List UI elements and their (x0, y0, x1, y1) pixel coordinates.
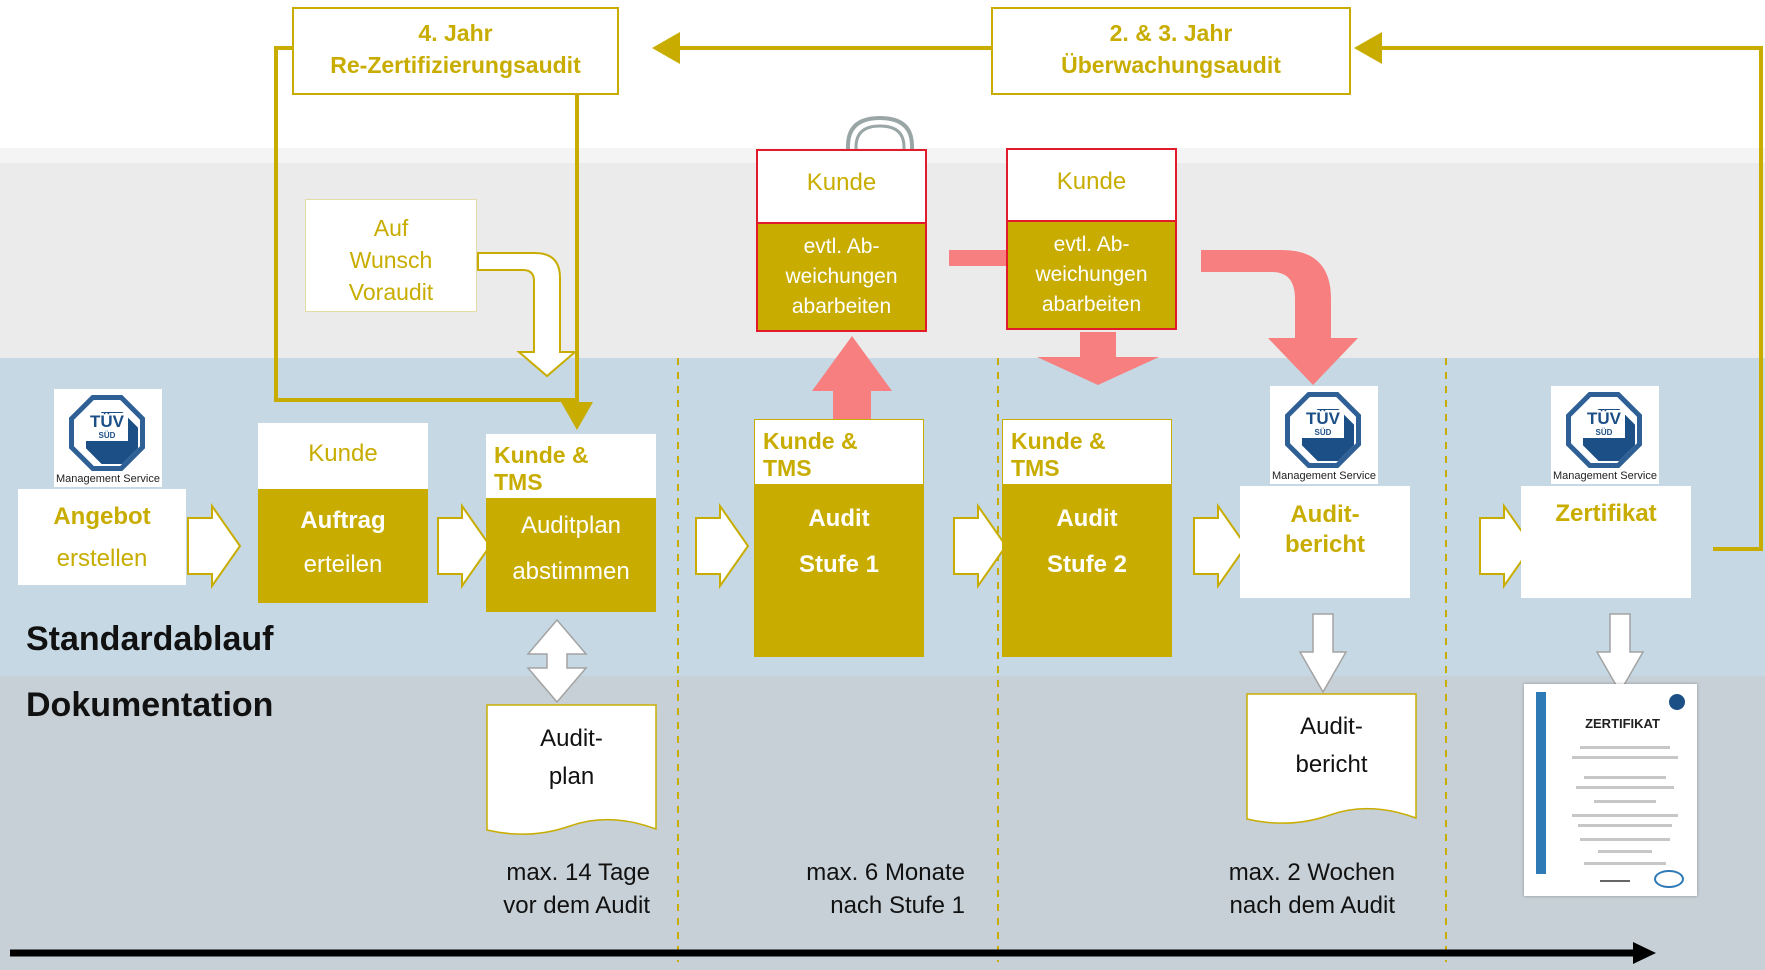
note-line1: max. 6 Monate (806, 859, 965, 886)
step-angebot: Angebot erstellen (18, 489, 186, 585)
recert-label: Re-Zertifizierungsaudit (330, 52, 581, 78)
customer-header: Kunde (806, 169, 877, 196)
doc-auditplan-line2: plan (548, 763, 595, 790)
customer-deviation-box: Kunde evtl. Ab- weichungen abarbeiten (756, 149, 927, 332)
surveillance-label: Überwachungsaudit (1061, 52, 1281, 78)
flow-arrow (187, 502, 242, 590)
certificate-logo-icon (1654, 870, 1684, 888)
angebot-title: Angebot (53, 503, 151, 530)
section-standard: Standardablauf (26, 620, 274, 658)
customer-header: Kunde (1056, 168, 1127, 195)
deviation-line1: evtl. Ab- (1053, 233, 1130, 256)
doc-arrow (1595, 613, 1645, 694)
note-line2: nach Stufe 1 (830, 892, 965, 919)
flow-arrow (1193, 502, 1248, 590)
deviation-connector (949, 250, 1015, 266)
auftrag-header: Kunde (308, 440, 378, 467)
angebot-sub: erstellen (56, 545, 148, 572)
certificate-title: ZERTIFIKAT (1585, 716, 1660, 731)
recert-year: 4. Jahr (418, 20, 493, 46)
stufe2-header: Kunde & TMS (1011, 428, 1106, 481)
tuv-caption: Management Service (1272, 470, 1376, 482)
timeline-arrowhead (1633, 942, 1656, 964)
doc-auditplan-line1: Audit- (540, 725, 603, 752)
loop-arrow-certificate (1354, 32, 1763, 551)
deviation-line2: weichungen (1035, 263, 1148, 286)
deviation-arrow-down (1037, 332, 1159, 385)
step-stufe2: Kunde & TMS Audit Stufe 2 (1002, 419, 1172, 657)
deviation-line3: abarbeiten (791, 295, 892, 318)
bericht-sub: bericht (1284, 531, 1365, 558)
flow-arrow (437, 502, 492, 590)
auditplan-sub: abstimmen (512, 558, 630, 585)
tuv-caption: Management Service (56, 473, 160, 485)
pre-audit-box: Auf Wunsch Voraudit (305, 199, 477, 312)
surveillance-year: 2. & 3. Jahr (1109, 20, 1233, 46)
section-documentation: Dokumentation (26, 686, 274, 724)
stufe1-sub: Stufe 1 (798, 551, 879, 578)
doc-bericht-line1: Audit- (1300, 713, 1363, 740)
timing-note: max. 6 Monate nach Stufe 1 (770, 856, 965, 922)
iteration-loop-icon-inner (854, 124, 906, 160)
tuv-sub: SÜD (98, 431, 116, 440)
step-auditbericht: Audit- bericht (1240, 486, 1410, 598)
document-auditplan: Audit- plan (487, 720, 656, 796)
tuv-mark: TÜV (90, 412, 124, 431)
pre-audit-line2: Wunsch (349, 247, 433, 273)
stufe2-title: Audit (1056, 505, 1118, 532)
zertifikat-title: Zertifikat (1555, 500, 1657, 527)
pre-audit-line1: Auf (373, 215, 409, 241)
flow-arrow (695, 502, 750, 590)
tuv-sub: SÜD (1595, 428, 1613, 437)
step-auftrag: Kunde Auftrag erteilen (258, 423, 428, 603)
note-line1: max. 14 Tage (506, 859, 650, 886)
tuv-mark: TÜV (1306, 409, 1340, 428)
deviation-line3: abarbeiten (1041, 293, 1142, 316)
note-line2: vor dem Audit (503, 892, 650, 919)
step-auditplan: Kunde & TMS Auditplan abstimmen (486, 434, 656, 612)
stufe1-title: Audit (808, 505, 870, 532)
deviation-line2: weichungen (785, 265, 898, 288)
note-line1: max. 2 Wochen (1228, 859, 1395, 886)
timing-note: max. 2 Wochen nach dem Audit (1180, 856, 1395, 922)
auftrag-title: Auftrag (300, 507, 386, 534)
stufe2-sub: Stufe 2 (1046, 551, 1127, 578)
document-shape-auditplan (486, 704, 657, 835)
step-zertifikat: Zertifikat (1521, 486, 1691, 598)
auditplan-title: Auditplan (520, 512, 622, 539)
bericht-title: Audit- (1290, 501, 1360, 528)
recertification-box: 4. Jahr Re-Zertifizierungsaudit (292, 7, 619, 95)
doc-double-arrow (526, 618, 588, 704)
flow-arrow (1479, 502, 1534, 590)
certificate-spine (1536, 692, 1546, 874)
certificate-seal-icon (1669, 694, 1685, 710)
timing-note: max. 14 Tage vor dem Audit (465, 856, 650, 922)
doc-bericht-line2: bericht (1295, 751, 1368, 778)
document-auditbericht: Audit- bericht (1247, 708, 1416, 784)
document-shape-bericht (1246, 693, 1417, 824)
tuv-sub: SÜD (1314, 428, 1332, 437)
deviation-line1: evtl. Ab- (803, 235, 880, 258)
tuv-caption: Management Service (1553, 470, 1657, 482)
step-stufe1: Kunde & TMS Audit Stufe 1 (754, 419, 924, 657)
auditplan-header: Kunde & TMS (494, 442, 589, 495)
note-line2: nach dem Audit (1229, 892, 1395, 919)
deviation-arrow-curved (1201, 250, 1358, 385)
documentation-band (0, 676, 1765, 970)
flow-arrow (953, 502, 1008, 590)
pre-audit-line3: Voraudit (348, 279, 434, 305)
customer-deviation-box: Kunde evtl. Ab- weichungen abarbeiten (1006, 148, 1177, 330)
surveillance-box: 2. & 3. Jahr Überwachungsaudit (991, 7, 1351, 95)
stufe1-header: Kunde & TMS (763, 428, 858, 481)
pre-audit-arrow (477, 252, 578, 378)
certificate-document: ZERTIFIKAT (1524, 684, 1697, 896)
doc-arrow (1298, 613, 1348, 694)
tuv-mark: TÜV (1587, 409, 1621, 428)
deviation-arrow-up (812, 336, 892, 436)
iteration-loop-icon (846, 115, 914, 160)
auftrag-sub: erteilen (303, 551, 383, 578)
